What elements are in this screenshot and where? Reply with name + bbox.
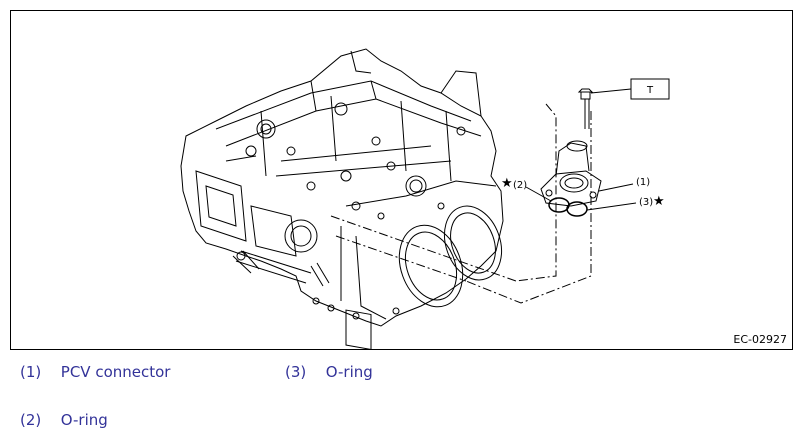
figure-code: EC-02927	[733, 333, 787, 346]
pcv-connector-drawing	[540, 140, 602, 207]
torque-label: T	[646, 85, 654, 96]
alignment-lines	[330, 103, 592, 304]
star-icon: ★	[501, 176, 513, 191]
legend-item: (2) O-ring	[20, 411, 108, 429]
legend-label: O-ring	[60, 411, 108, 429]
star-icon: ★	[653, 194, 665, 209]
torque-leader-line	[590, 88, 632, 94]
parts-legend: (1) PCV connector (3) O-ring (2) O-ring	[20, 358, 780, 433]
callout-leaders	[525, 183, 637, 211]
legend-label: O-ring	[325, 363, 373, 381]
callout-1: (1)	[636, 177, 650, 188]
legend-label: PCV connector	[60, 363, 171, 381]
callout-3: (3)	[639, 197, 653, 208]
bolt-drawing	[577, 88, 594, 129]
legend-number: (1)	[20, 363, 42, 381]
legend-item: (1) PCV connector	[20, 363, 170, 381]
engine-block-drawing	[180, 48, 504, 349]
o-ring-drawing	[548, 197, 588, 217]
legend-item: (3) O-ring	[285, 363, 373, 381]
legend-number: (3)	[285, 363, 307, 381]
diagram-figure: T (1) (3) ★ ★ (2) EC-02927	[10, 10, 793, 350]
exploded-view-drawing: T (1) (3) ★ ★ (2)	[180, 48, 670, 349]
callout-2: (2)	[513, 180, 527, 191]
legend-number: (2)	[20, 411, 42, 429]
